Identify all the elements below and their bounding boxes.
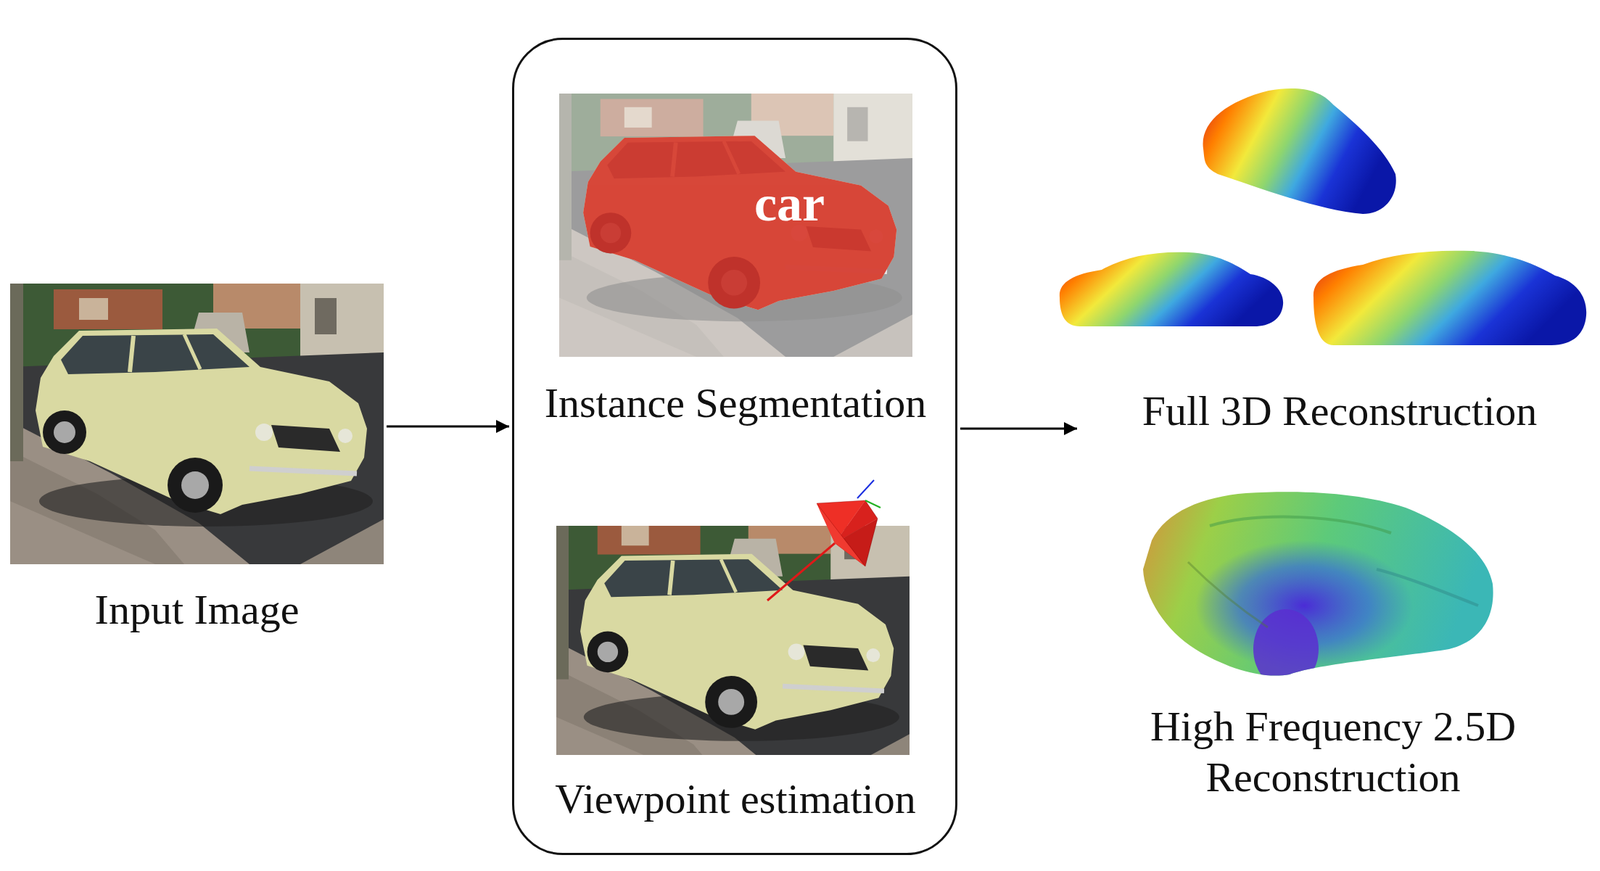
- image-panel: carInstance Segmentation: [517, 93, 954, 431]
- stage-group-box: carInstance SegmentationViewpoint estima…: [512, 37, 958, 856]
- image-panel: Viewpoint estimation: [517, 525, 954, 827]
- high-frequency-shape: [1143, 491, 1494, 690]
- flow-arrow: [386, 425, 510, 428]
- class-tag: car: [517, 174, 954, 233]
- caption-label: Instance Segmentation: [517, 379, 954, 428]
- flow-arrow: [960, 427, 1078, 431]
- viewpoint-photo: [556, 480, 910, 777]
- full-3d-shapes: [1059, 88, 1587, 346]
- input-photo: [10, 283, 384, 565]
- caption-label: Full 3D Reconstruction: [1079, 387, 1600, 436]
- caption-label: Input Image: [10, 586, 384, 634]
- output-panel: High Frequency 2.5D Reconstruction: [1100, 482, 1566, 809]
- segmentation-photo: [559, 93, 913, 357]
- caption-label: Viewpoint estimation: [517, 775, 954, 824]
- output-panel: Full 3D Reconstruction: [1079, 79, 1600, 450]
- caption-label: High Frequency 2.5D Reconstruction: [1100, 701, 1566, 803]
- image-panel: Input Image: [10, 283, 384, 640]
